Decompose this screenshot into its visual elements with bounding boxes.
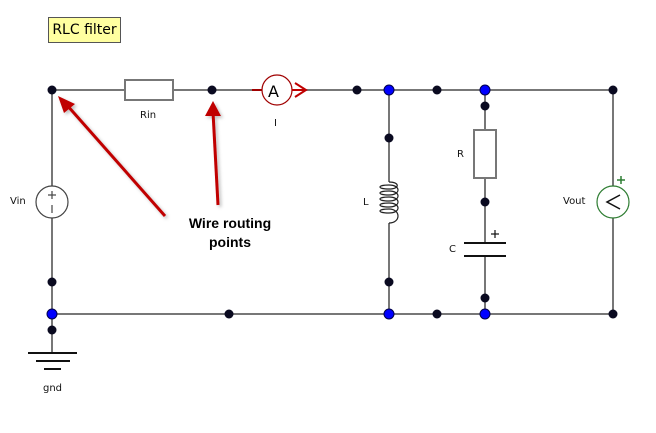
junction-node[interactable] [46, 308, 58, 320]
ammeter-label: I [274, 118, 277, 129]
routing-point[interactable] [480, 197, 490, 207]
routing-point[interactable] [608, 309, 618, 319]
routing-point[interactable] [47, 85, 57, 95]
inductor[interactable] [379, 181, 399, 224]
ammeter-symbol: A [268, 82, 279, 101]
routing-point[interactable] [224, 309, 234, 319]
arrow-line [64, 103, 167, 217]
rin-label: Rin [140, 110, 157, 121]
routing-point[interactable] [207, 85, 217, 95]
arrow-line [211, 111, 220, 206]
callout-arrows [58, 96, 221, 217]
junction-node[interactable] [383, 308, 395, 320]
inductor-label: L [363, 197, 369, 208]
vout-voltmeter[interactable] [596, 176, 630, 219]
routing-point[interactable] [47, 325, 57, 335]
routing-point[interactable] [384, 277, 394, 287]
routing-point[interactable] [47, 277, 57, 287]
vin-source[interactable] [35, 185, 69, 219]
diagram-title[interactable]: RLC filter [48, 17, 121, 43]
junction-node[interactable] [383, 84, 395, 96]
capacitor[interactable] [464, 230, 506, 257]
ground-label: gnd [43, 383, 63, 394]
resistor-label: R [457, 149, 464, 160]
routing-point[interactable] [608, 85, 618, 95]
routing-point[interactable] [432, 309, 442, 319]
callout-line-2: points [209, 234, 251, 250]
nodes [46, 84, 618, 335]
junction-node[interactable] [479, 84, 491, 96]
routing-point[interactable] [352, 85, 362, 95]
routing-point[interactable] [432, 85, 442, 95]
ammeter[interactable] [252, 74, 308, 106]
arrow-head [205, 101, 221, 116]
arrow-head [58, 96, 75, 113]
vin-label: Vin [10, 196, 26, 207]
routing-point[interactable] [384, 133, 394, 143]
wires [51, 89, 614, 352]
vout-label: Vout [563, 196, 586, 207]
capacitor-label: C [449, 244, 456, 255]
rin-resistor[interactable] [124, 79, 174, 101]
ground-symbol[interactable] [28, 352, 77, 370]
callout-text: Wire routing points [170, 214, 290, 252]
routing-point[interactable] [480, 293, 490, 303]
routing-point[interactable] [480, 101, 490, 111]
junction-node[interactable] [479, 308, 491, 320]
r-resistor[interactable] [473, 129, 497, 179]
callout-line-1: Wire routing [188, 215, 272, 231]
